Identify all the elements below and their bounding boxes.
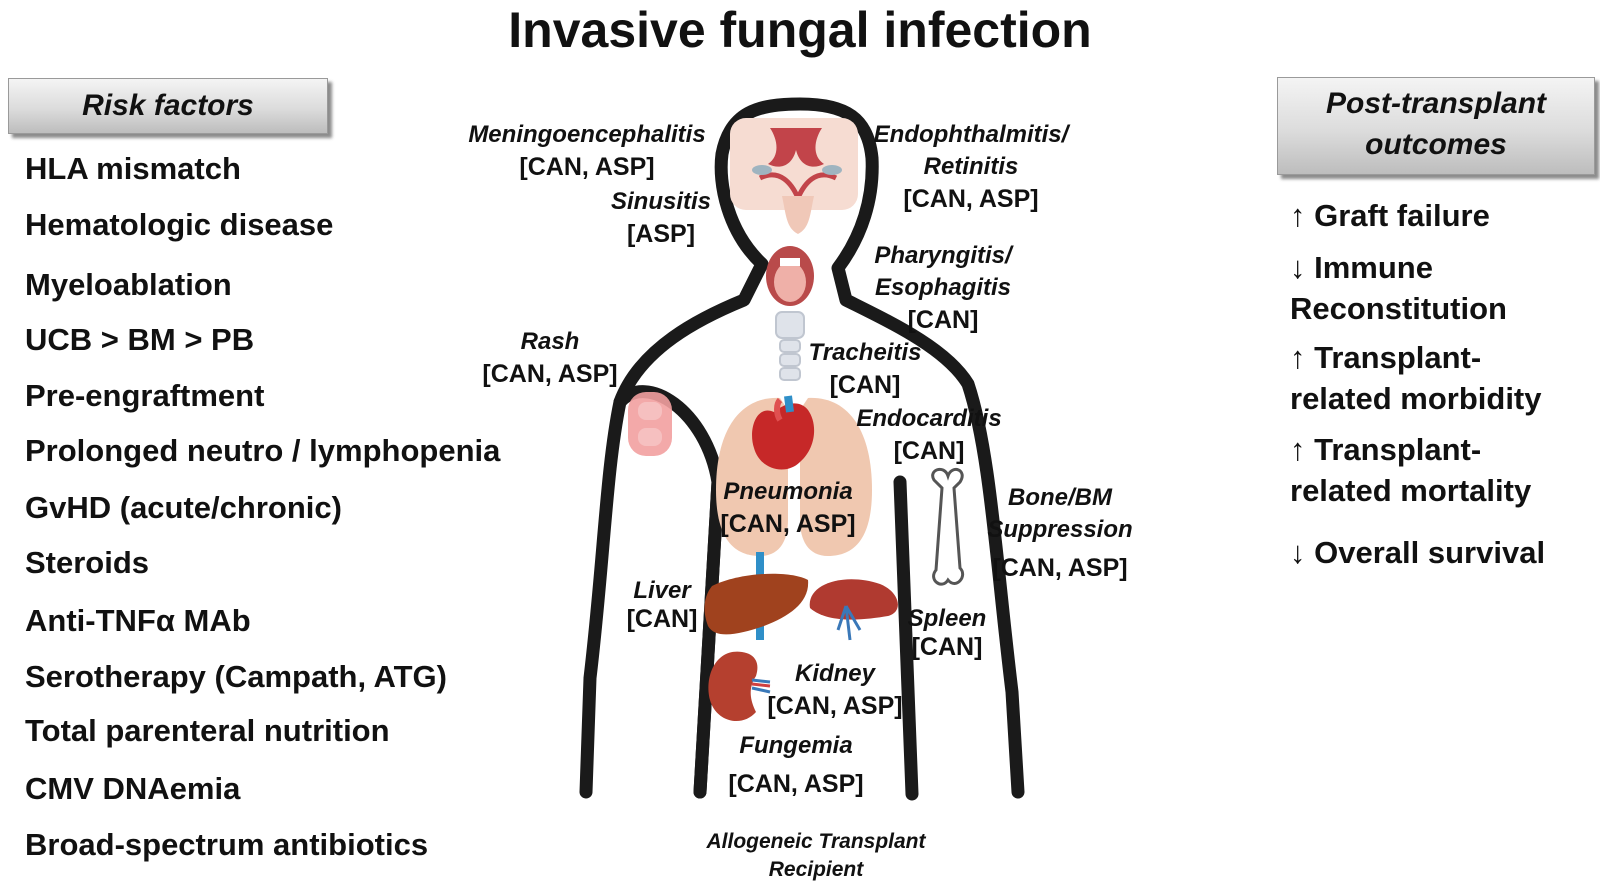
spleen-icon [809, 579, 898, 641]
site-label-pneumonia: Pneumonia [CAN, ASP] [716, 476, 860, 540]
site-name: Liver [633, 577, 691, 604]
rash-icon [628, 392, 672, 456]
bone-icon [931, 467, 965, 586]
site-organisms: [CAN, ASP] [728, 770, 864, 798]
site-name: Spleen [907, 605, 987, 632]
caption-line: Recipient [768, 858, 864, 881]
site-organisms: [CAN] [626, 605, 698, 633]
site-organisms: [CAN, ASP] [482, 360, 618, 388]
site-name: Bone/BM [1008, 484, 1112, 511]
site-label-spleen: Spleen [CAN] [904, 605, 990, 661]
risk-factors-header: Risk factors [8, 78, 328, 134]
risk-factor-item: UCB > BM > PB [25, 322, 255, 357]
mouth-icon [766, 246, 814, 306]
outcome-item: ↑ Transplant- related morbidity [1290, 337, 1542, 419]
kidney-icon [708, 651, 771, 722]
risk-factor-item: Hematologic disease [25, 207, 334, 242]
liver-icon [704, 552, 809, 640]
site-label-meningoencephalitis: Meningoencephalitis [CAN, ASP] [456, 119, 718, 183]
site-label-endophthalmitis: Endophthalmitis/ Retinitis [CAN, ASP] [866, 119, 1076, 215]
header-line: Post-transplant [1325, 87, 1547, 120]
site-organisms: [CAN, ASP] [519, 153, 655, 181]
caption-line: Allogeneic Transplant [706, 830, 926, 853]
outcome-text: Reconstitution [1290, 291, 1507, 326]
site-name: Rash [520, 328, 580, 355]
site-label-rash: Rash [CAN, ASP] [480, 326, 620, 390]
site-name: Fungemia [739, 732, 853, 759]
risk-factor-item: Prolonged neutro / lymphopenia [25, 433, 501, 468]
site-name: Pharyngitis/ [874, 242, 1012, 269]
site-organisms: [CAN] [911, 633, 983, 661]
outcome-text: Overall survival [1314, 535, 1546, 570]
up-arrow-icon: ↑ [1290, 198, 1306, 233]
site-label-kidney: Kidney [CAN, ASP] [764, 658, 906, 722]
page-title: Invasive fungal infection [508, 2, 1092, 58]
site-organisms: [CAN] [907, 306, 979, 334]
site-organisms: [CAN, ASP] [767, 692, 903, 720]
site-label-liver: Liver [CAN] [624, 577, 700, 633]
heart-icon [752, 395, 815, 470]
site-name: Suppression [987, 516, 1133, 543]
risk-factor-item: Pre-engraftment [25, 378, 265, 413]
down-arrow-icon: ↓ [1290, 250, 1306, 285]
risk-factor-item: GvHD (acute/chronic) [25, 490, 342, 525]
site-label-sinusitis: Sinusitis [ASP] [606, 186, 716, 250]
site-organisms: [CAN] [893, 437, 965, 465]
sinus-icon [730, 118, 858, 234]
site-organisms: [CAN] [829, 371, 901, 399]
up-arrow-icon: ↑ [1290, 340, 1306, 375]
up-arrow-icon: ↑ [1290, 432, 1306, 467]
site-label-bone-bm-suppression: Bone/BM Suppression [CAN, ASP] [982, 482, 1138, 584]
outcome-item: ↓ Immune Reconstitution [1290, 247, 1507, 329]
outcome-text: Graft failure [1314, 198, 1490, 233]
site-label-fungemia: Fungemia [CAN, ASP] [724, 730, 868, 802]
site-name: Meningoencephalitis [468, 121, 706, 148]
outcome-text: Transplant- [1314, 340, 1482, 375]
risk-factor-item: Broad-spectrum antibiotics [25, 827, 429, 862]
outcome-text: Immune [1314, 250, 1433, 285]
site-label-pharyngitis: Pharyngitis/ Esophagitis [CAN] [868, 240, 1018, 336]
site-organisms: [CAN, ASP] [992, 554, 1128, 582]
site-name: Retinitis [923, 153, 1019, 180]
trachea-icon [775, 311, 805, 381]
body-outline [579, 97, 1025, 801]
header-line: outcomes [1365, 128, 1507, 161]
site-organisms: [ASP] [626, 220, 696, 248]
site-organisms: [CAN, ASP] [903, 185, 1039, 213]
site-name: Sinusitis [610, 188, 712, 215]
down-arrow-icon: ↓ [1290, 535, 1306, 570]
outcome-text: Transplant- [1314, 432, 1482, 467]
site-name: Endocarditis [856, 405, 1002, 432]
risk-factor-item: Serotherapy (Campath, ATG) [25, 659, 447, 694]
site-name: Pneumonia [723, 478, 853, 505]
figure-caption: Allogeneic Transplant Recipient [686, 828, 946, 884]
site-name: Endophthalmitis/ [873, 121, 1069, 148]
post-transplant-outcomes-header: Post-transplant outcomes [1277, 77, 1595, 175]
risk-factor-item: CMV DNAemia [25, 771, 241, 806]
risk-factor-item: Steroids [25, 545, 150, 580]
outcome-text: related mortality [1290, 473, 1532, 508]
site-name: Kidney [794, 660, 875, 687]
site-label-endocarditis: Endocarditis [CAN] [852, 403, 1006, 467]
risk-factor-item: Total parenteral nutrition [25, 713, 390, 748]
risk-factor-item: Myeloablation [25, 267, 232, 302]
site-name: Esophagitis [874, 274, 1012, 301]
site-name: Tracheitis [808, 339, 922, 366]
site-label-tracheitis: Tracheitis [CAN] [806, 337, 924, 401]
risk-factor-item: HLA mismatch [25, 151, 241, 186]
outcome-item: ↑ Graft failure [1290, 195, 1490, 236]
outcome-text: related morbidity [1290, 381, 1542, 416]
risk-factor-item: Anti-TNFα MAb [25, 603, 251, 638]
outcome-item: ↑ Transplant- related mortality [1290, 429, 1531, 511]
outcome-item: ↓ Overall survival [1290, 532, 1545, 573]
site-organisms: [CAN, ASP] [720, 510, 856, 538]
